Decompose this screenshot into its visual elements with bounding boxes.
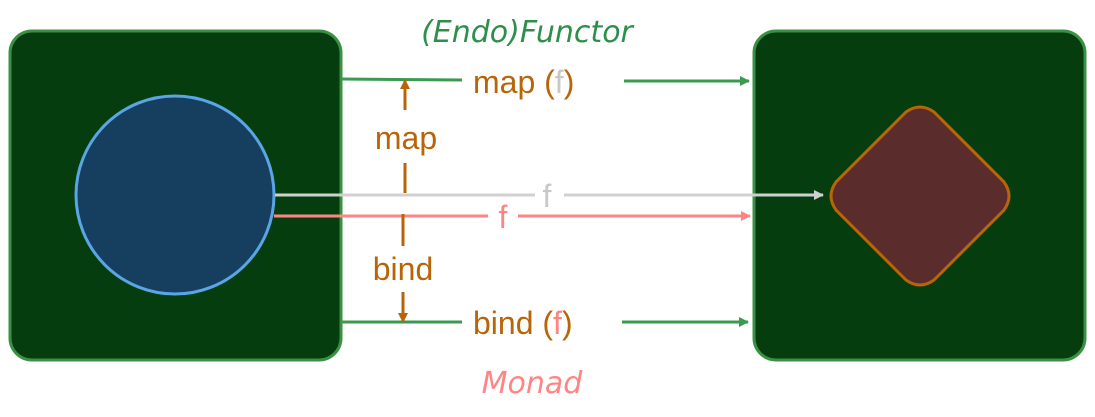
- map-vertical-label: map: [375, 120, 437, 156]
- bind-suffix: ): [562, 305, 573, 341]
- functor-title: (Endo)Functor: [421, 15, 634, 50]
- map-arg: f: [555, 64, 564, 100]
- f-gray-label: f: [543, 178, 552, 214]
- bind-prefix: bind (: [473, 305, 553, 341]
- map-suffix: ): [564, 64, 575, 100]
- f-red-label: f: [499, 199, 508, 235]
- map-f-label: map (f): [473, 64, 574, 100]
- bind-vertical-label: bind: [373, 251, 434, 287]
- target-diamond: [829, 105, 1011, 287]
- source-circle: [74, 94, 276, 296]
- bind-arg: f: [553, 305, 562, 341]
- map-line-left: [340, 77, 463, 82]
- bind-f-label: bind (f): [473, 305, 573, 341]
- monad-title: Monad: [482, 366, 584, 401]
- map-prefix: map (: [473, 64, 555, 100]
